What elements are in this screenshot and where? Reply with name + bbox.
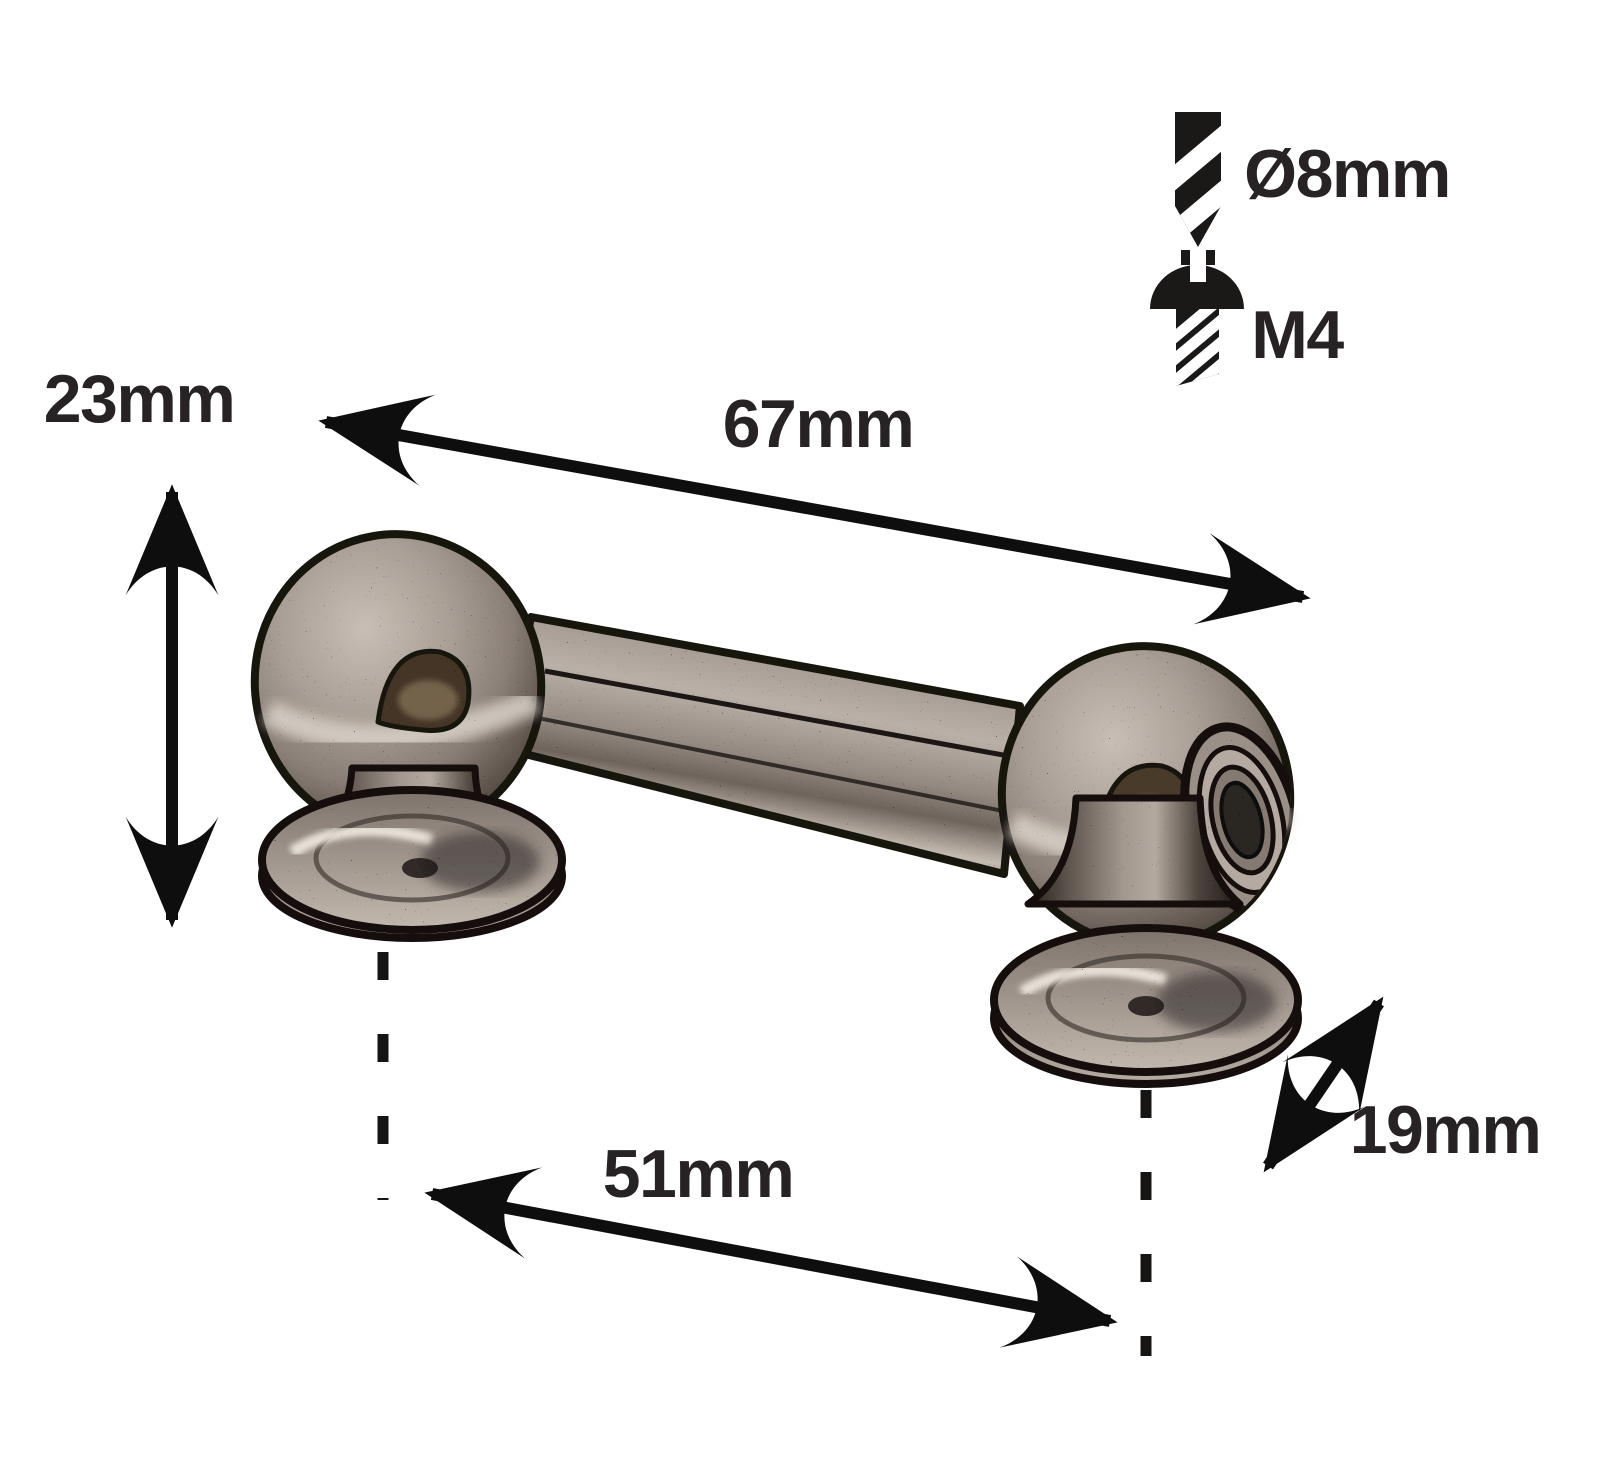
length-dimension-label: 67mm: [723, 386, 914, 462]
drill-diameter-label: Ø8mm: [1244, 136, 1450, 212]
left-mounting-flange: [258, 764, 566, 942]
height-dimension-label: 23mm: [44, 361, 235, 437]
screw-thread-label: M4: [1251, 297, 1344, 373]
tube-bar: [501, 613, 1024, 878]
depth-dimension-label: 19mm: [1350, 1092, 1541, 1168]
screw-icon: [1150, 250, 1244, 386]
right-mounting-flange: [990, 794, 1302, 1088]
dimension-arrows: [125, 394, 1384, 1348]
drill-bit-icon: [1175, 112, 1221, 247]
spacing-dimension-arrow: [424, 1167, 1118, 1348]
spacing-dimension-label: 51mm: [603, 1136, 794, 1212]
product-image: [250, 530, 1304, 1088]
depth-dimension-arrow: [1263, 996, 1384, 1173]
length-dimension-arrow: [318, 394, 1311, 625]
